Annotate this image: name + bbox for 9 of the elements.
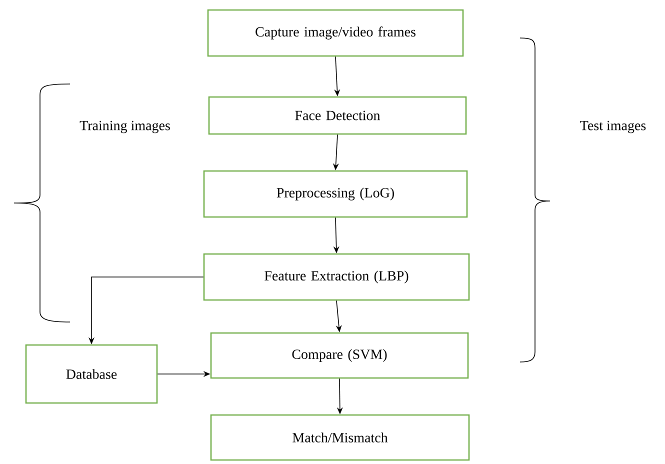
process-box: Match/Mismatch	[210, 414, 470, 461]
process-box: Preprocessing (LoG)	[203, 170, 468, 218]
process-box: Feature Extraction (LBP)	[203, 253, 470, 301]
process-box: Compare (SVM)	[210, 332, 469, 379]
group-label: Test images	[580, 120, 646, 134]
process-box: Face Detection	[208, 96, 467, 135]
process-box: Capture image/video frames	[207, 9, 464, 57]
process-box: Database	[25, 344, 158, 404]
group-label: Training images	[80, 120, 170, 134]
